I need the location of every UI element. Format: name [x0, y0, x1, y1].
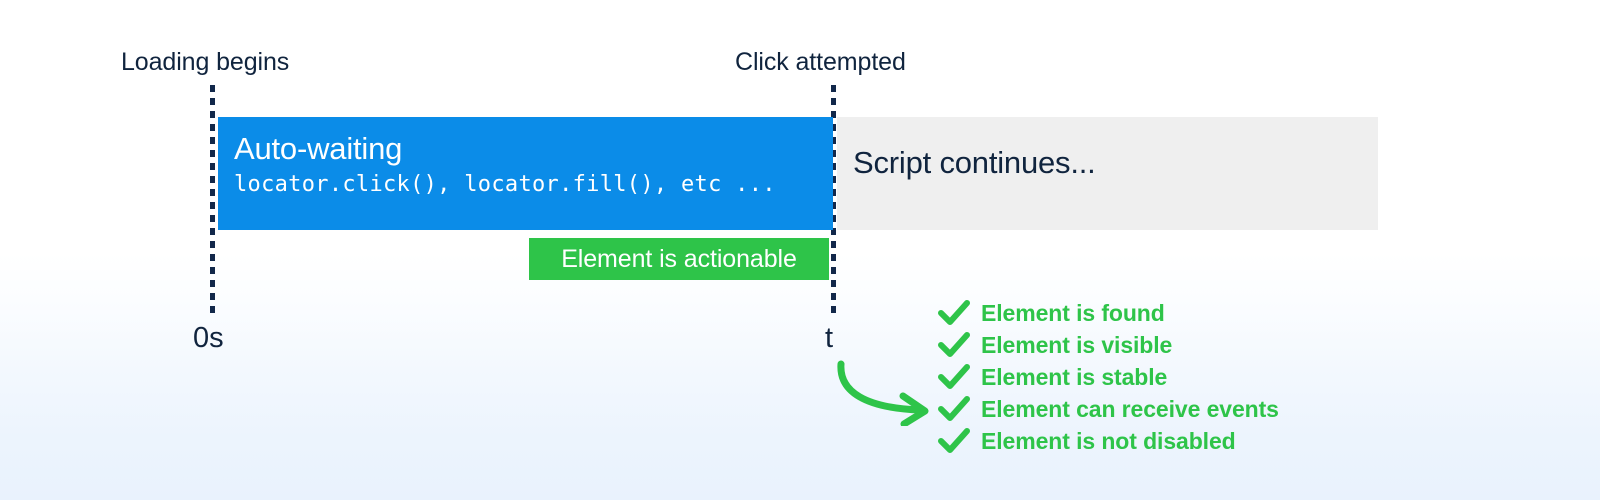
click-attempted-label: Click attempted	[735, 48, 906, 76]
check-icon	[938, 300, 970, 325]
element-actionable-badge: Element is actionable	[529, 238, 829, 280]
check-icon	[938, 332, 970, 357]
list-item-label: Element is stable	[981, 363, 1168, 390]
end-guide-line	[831, 85, 836, 313]
list-item: Element is found	[938, 297, 1279, 329]
actionability-checklist: Element is found Element is visible Elem…	[938, 297, 1279, 457]
list-item-label: Element is found	[981, 299, 1165, 326]
loading-begins-label: Loading begins	[121, 48, 290, 76]
list-item: Element is not disabled	[938, 425, 1279, 457]
tick-label-t: t	[825, 322, 834, 354]
start-guide-line	[210, 85, 215, 313]
curved-arrow-icon	[837, 360, 929, 426]
list-item: Element is visible	[938, 329, 1279, 361]
auto-waiting-bar: Auto-waiting locator.click(), locator.fi…	[218, 117, 833, 230]
check-icon	[938, 428, 970, 453]
auto-waiting-title: Auto-waiting	[234, 131, 403, 166]
script-continues-title: Script continues...	[853, 145, 1096, 180]
tick-label-zero: 0s	[193, 322, 224, 354]
auto-waiting-code: locator.click(), locator.fill(), etc ...	[234, 172, 776, 197]
list-item: Element can receive events	[938, 393, 1279, 425]
check-icon	[938, 364, 970, 389]
list-item-label: Element can receive events	[981, 395, 1279, 422]
script-continues-bar: Script continues...	[837, 117, 1378, 230]
check-icon	[938, 396, 970, 421]
list-item: Element is stable	[938, 361, 1279, 393]
list-item-label: Element is not disabled	[981, 427, 1236, 454]
list-item-label: Element is visible	[981, 331, 1173, 358]
